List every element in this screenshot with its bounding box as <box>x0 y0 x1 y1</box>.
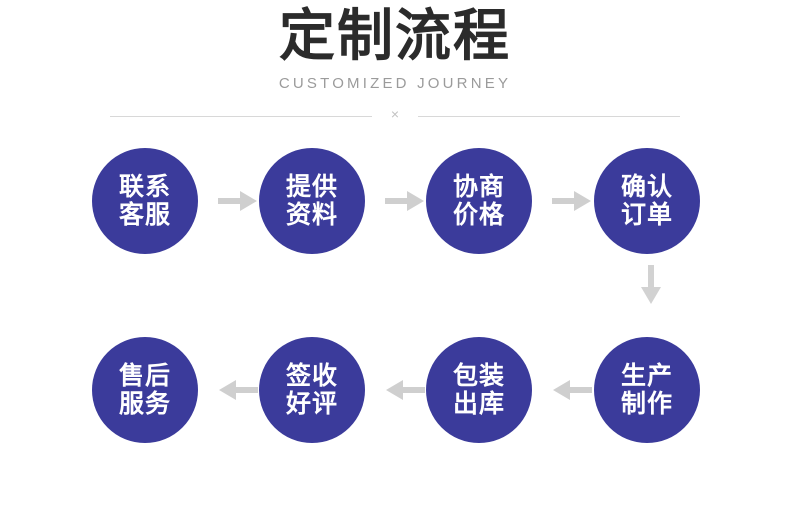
flow-node-label-line2: 制作 <box>620 389 673 418</box>
flow-node-label-line2: 价格 <box>452 200 505 229</box>
divider-cross-icon: × <box>390 106 400 122</box>
flow-node-label-line1: 联系 <box>118 172 171 201</box>
flow-node-label-line1: 包装 <box>452 361 505 390</box>
page-header: 定制流程 CUSTOMIZED JOURNEY × <box>0 0 790 125</box>
flow-node-label-line2: 出库 <box>452 389 505 418</box>
flow-node-packaging-shipment[interactable]: 包装 出库 <box>426 337 532 443</box>
flow-node-label-line1: 协商 <box>452 172 505 201</box>
flow-node-label-line2: 订单 <box>620 200 673 229</box>
flow-node-confirm-order[interactable]: 确认 订单 <box>594 148 700 254</box>
flow-node-negotiate-price[interactable]: 协商 价格 <box>426 148 532 254</box>
divider-rule-right <box>418 116 680 117</box>
flow-node-provide-materials[interactable]: 提供 资料 <box>259 148 365 254</box>
flow-node-production[interactable]: 生产 制作 <box>594 337 700 443</box>
header-divider: × <box>110 106 680 124</box>
divider-rule-left <box>110 116 372 117</box>
arrow-right-icon <box>385 191 424 211</box>
flow-node-label-line1: 售后 <box>118 361 171 390</box>
flow-node-contact-service[interactable]: 联系 客服 <box>92 148 198 254</box>
flow-node-receipt-review[interactable]: 签收 好评 <box>259 337 365 443</box>
arrow-left-icon <box>219 380 258 400</box>
page-subtitle: CUSTOMIZED JOURNEY <box>278 75 512 92</box>
arrow-left-icon <box>386 380 425 400</box>
flow-node-label-line1: 确认 <box>620 172 673 201</box>
arrow-down-icon <box>641 265 661 304</box>
flow-node-label-line2: 服务 <box>118 389 171 418</box>
page-title: 定制流程 <box>279 4 511 69</box>
flow-node-label-line1: 签收 <box>285 361 338 390</box>
arrow-left-icon <box>553 380 592 400</box>
arrow-right-icon <box>218 191 257 211</box>
flow-node-label-line2: 好评 <box>285 389 338 418</box>
flow-node-label-line1: 提供 <box>285 172 338 201</box>
arrow-right-icon <box>552 191 591 211</box>
flow-node-label-line2: 资料 <box>285 200 338 229</box>
flow-node-label-line1: 生产 <box>620 361 673 390</box>
flow-node-label-line2: 客服 <box>118 200 171 229</box>
flow-node-after-sales-service[interactable]: 售后 服务 <box>92 337 198 443</box>
